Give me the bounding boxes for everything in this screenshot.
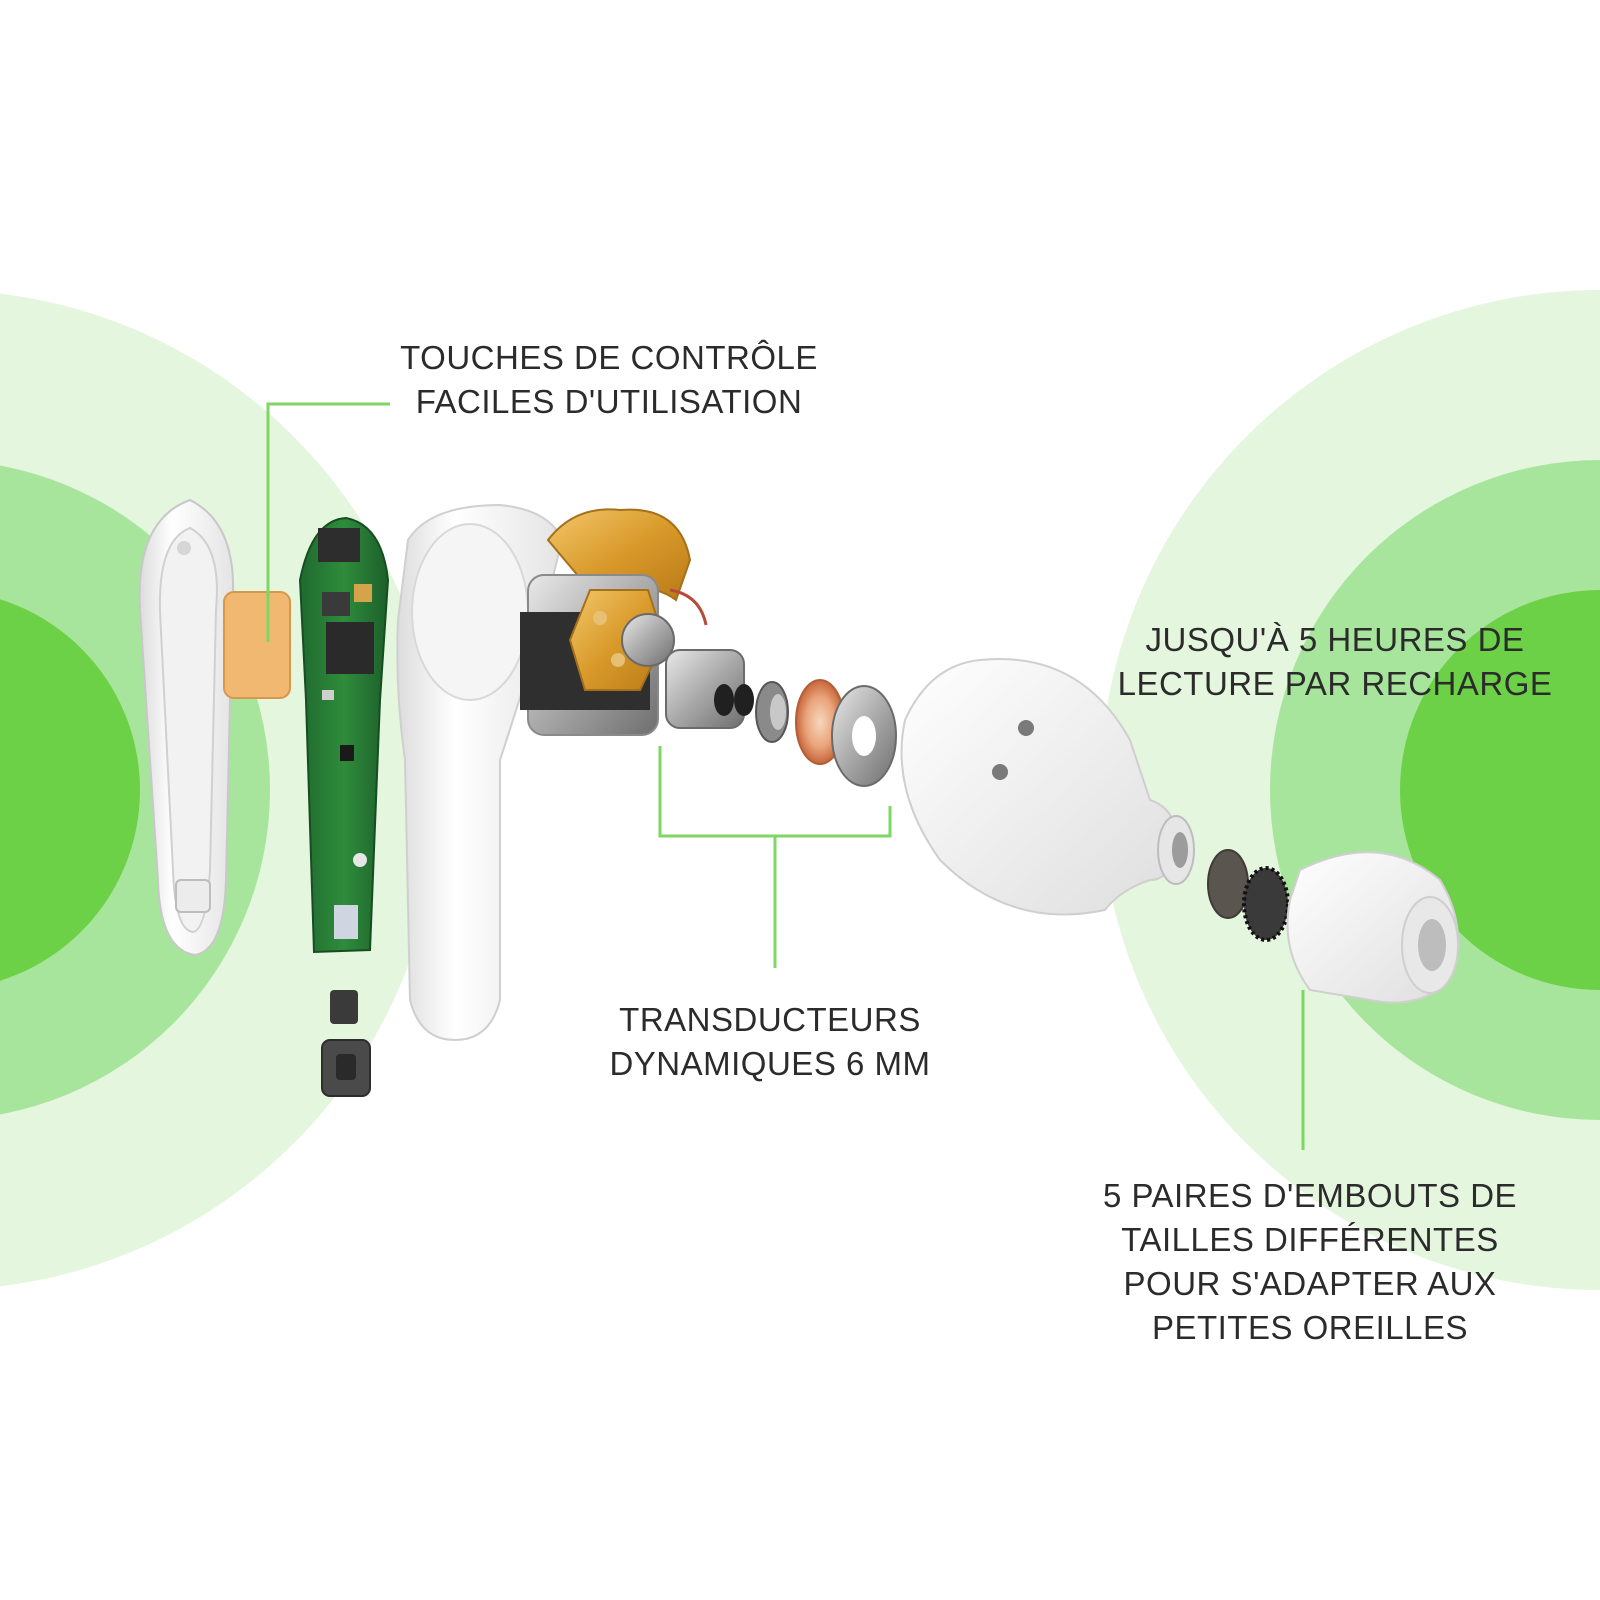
callout-eartips: 5 PAIRES D'EMBOUTS DE TAILLES DIFFÉRENTE… <box>1080 1174 1540 1350</box>
callout-touch-line1: TOUCHES DE CONTRÔLE <box>400 339 818 376</box>
battery-module <box>520 508 708 736</box>
driver-assembly <box>665 649 897 787</box>
callout-battery-line2: LECTURE PAR RECHARGE <box>1117 665 1553 702</box>
callout-battery: JUSQU'À 5 HEURES DE LECTURE PAR RECHARGE <box>1100 618 1570 706</box>
callout-line-touch <box>266 402 390 642</box>
callout-lines <box>266 402 1305 1150</box>
callout-drivers-line1: TRANSDUCTEURS <box>619 1001 921 1038</box>
callout-drivers-line2: DYNAMIQUES 6 MM <box>609 1045 931 1082</box>
right-ring-inner <box>1400 590 1600 990</box>
stem-cover-shell <box>138 498 235 957</box>
earbud-front-housing <box>900 658 1195 916</box>
mesh-filter-2 <box>1242 866 1290 942</box>
callout-touch-controls: TOUCHES DE CONTRÔLE FACILES D'UTILISATIO… <box>394 336 824 424</box>
callout-eartips-line1: 5 PAIRES D'EMBOUTS DE <box>1102 1177 1518 1214</box>
microphone-component <box>330 990 358 1024</box>
circuit-board <box>298 516 390 954</box>
touch-sensor-pad <box>223 591 291 699</box>
left-ring-inner <box>0 599 140 981</box>
right-ring-group <box>1100 290 1600 1290</box>
mesh-filter-1 <box>1207 849 1249 919</box>
callout-eartips-line3: POUR S'ADAPTER AUX <box>1123 1265 1497 1302</box>
callout-drivers: TRANSDUCTEURS DYNAMIQUES 6 MM <box>580 998 960 1086</box>
callout-battery-line1: JUSQU'À 5 HEURES DE <box>1145 621 1525 658</box>
callout-eartips-line4: PETITES OREILLES <box>1151 1309 1469 1346</box>
callout-eartips-line2: TAILLES DIFFÉRENTES <box>1121 1221 1499 1258</box>
callout-touch-line2: FACILES D'UTILISATION <box>415 383 803 420</box>
silicone-ear-tip <box>1286 851 1459 1004</box>
